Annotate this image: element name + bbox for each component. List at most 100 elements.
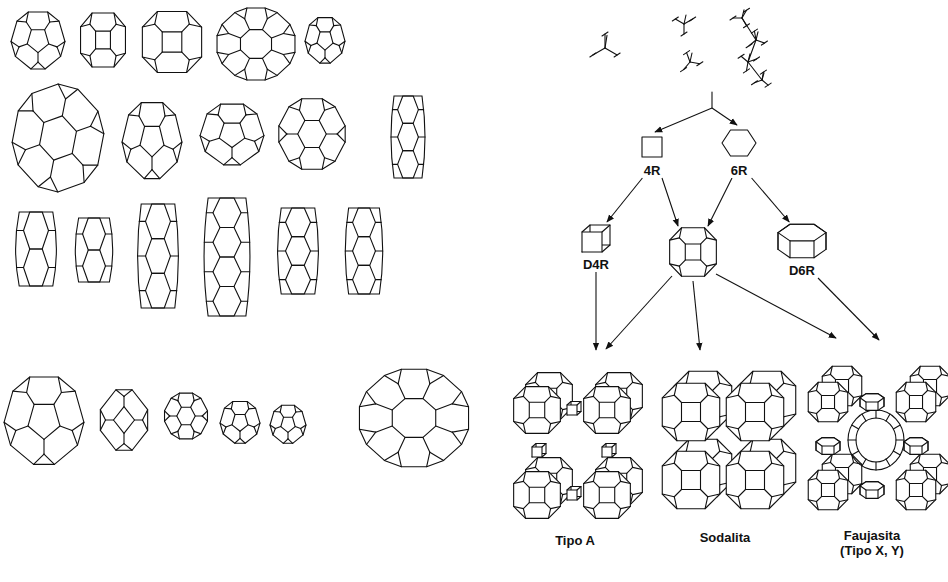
cage-edge: [926, 414, 928, 422]
cage-edge: [204, 271, 213, 272]
cage-face: [745, 470, 764, 489]
cage-edge: [909, 446, 910, 454]
node-drawing: [576, 222, 616, 254]
tetrahedron-bond: [672, 17, 678, 21]
cage-edge: [937, 374, 942, 379]
cage-face: [240, 30, 271, 59]
cage-edge: [557, 382, 563, 388]
cage-edge: [633, 492, 643, 494]
cage-edge: [705, 451, 708, 463]
zeolite-structure: Sodalita: [655, 352, 795, 545]
cage-edge: [896, 478, 904, 480]
cage-edge: [772, 426, 784, 429]
cage-edge: [840, 412, 848, 414]
tetrahedron-bond: [690, 17, 696, 21]
cage-edge: [283, 52, 295, 54]
cage-edge: [542, 454, 546, 458]
cage-face: [532, 447, 542, 457]
cage-edge: [436, 426, 453, 432]
cage-edge: [43, 439, 44, 454]
cage-edge: [577, 497, 581, 501]
cage-edge: [316, 18, 318, 26]
cage-edge: [207, 113, 218, 115]
cage-drawing: [100, 390, 147, 451]
cage-edge: [427, 369, 430, 384]
cage-edge: [90, 24, 96, 31]
cage-edge: [602, 225, 610, 232]
cage-edge: [738, 422, 745, 429]
cage-face: [662, 451, 719, 508]
cage-edge: [34, 454, 44, 464]
cage-face: [909, 395, 922, 408]
connector-arrow: [752, 178, 790, 222]
double-ring-6-node: D6R: [770, 222, 834, 278]
cage-edge: [124, 390, 132, 397]
cage-face: [808, 470, 848, 510]
cage-edge: [825, 233, 826, 250]
cage-edge: [674, 497, 677, 509]
cage-edge: [707, 264, 717, 266]
cage-edge: [535, 373, 537, 383]
cage-edge: [674, 429, 677, 441]
cage-edge: [241, 212, 248, 213]
cage-edge: [605, 373, 607, 383]
cage-edge: [375, 279, 381, 280]
tetrahedron-bond: [687, 53, 690, 62]
cage-edge: [287, 133, 298, 134]
node-drawing: [802, 340, 942, 525]
cage-edge: [337, 134, 345, 142]
cage-face: [317, 32, 333, 50]
cage-edge: [704, 266, 706, 276]
cage-edge: [942, 396, 948, 398]
cage-edge: [332, 18, 334, 26]
cage-edge: [10, 431, 15, 446]
tetrahedron-bond: [761, 41, 767, 45]
cage-edge: [241, 242, 250, 243]
cage-face: [821, 395, 834, 408]
cage-edge: [375, 250, 382, 251]
cage-edge: [218, 104, 221, 115]
cage-edge: [738, 383, 741, 395]
cage-edge: [310, 279, 316, 280]
cage-edge: [838, 502, 840, 510]
cage-edge: [206, 301, 213, 302]
cage-edge: [100, 420, 105, 430]
tetrahedron-bond: [765, 83, 771, 87]
cage-edge: [218, 115, 224, 123]
cage-edge: [852, 486, 854, 494]
cage-edge: [726, 494, 738, 497]
cage-face: [514, 472, 561, 519]
cage-edge: [289, 158, 299, 162]
cage-edge: [781, 439, 784, 451]
tetrahedron-sketch: [590, 32, 620, 57]
tetrahedron-bond: [762, 80, 768, 85]
cube-drawing: [532, 444, 546, 458]
cage-edge: [784, 414, 796, 417]
cage-edge: [918, 366, 920, 374]
cage-edge: [621, 481, 631, 483]
cage-edge: [772, 463, 784, 466]
cage-edge: [921, 446, 922, 454]
cage-edge: [246, 113, 257, 115]
cage-edge: [452, 432, 461, 444]
cage-edge: [593, 418, 599, 424]
hexagonal-prism-drawing: [860, 394, 884, 411]
cage-edge: [615, 418, 621, 424]
cage-edge: [123, 396, 124, 406]
cage-face: [860, 482, 884, 490]
cage-edge: [224, 408, 231, 410]
cage-edge: [26, 22, 31, 30]
cage-edge: [852, 366, 854, 374]
cage-edge: [928, 500, 936, 502]
cage-face: [726, 451, 783, 508]
cage-face: [83, 218, 106, 250]
cage-edge: [131, 145, 140, 149]
cage-edge: [178, 431, 180, 439]
cage-edge: [324, 50, 325, 58]
cage-edge: [615, 503, 621, 509]
cage-drawing: [662, 383, 719, 440]
cage-edge: [854, 374, 862, 376]
cage-edge: [50, 160, 53, 177]
cage-edge: [325, 58, 330, 63]
